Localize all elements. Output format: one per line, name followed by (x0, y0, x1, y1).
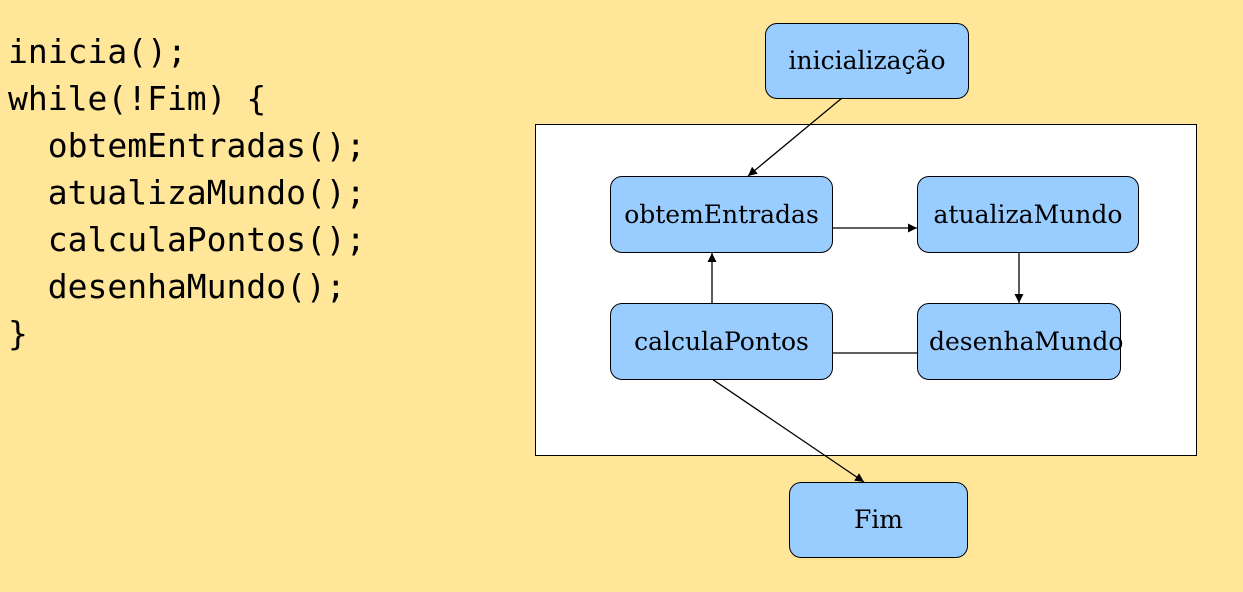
arrow-calcula-pontos-to-fim (711, 378, 865, 483)
code-line: calculaPontos(); (8, 220, 366, 259)
node-label: desenhaMundo (929, 326, 1124, 356)
code-line: desenhaMundo(); (8, 267, 346, 306)
node-desenha-mundo: desenhaMundo (917, 303, 1124, 380)
arrow-inicializacao-to-obtem-entradas (747, 97, 843, 177)
code-line: atualizaMundo(); (8, 173, 366, 212)
code-line: inicia(); (8, 32, 187, 71)
code-line: } (8, 314, 28, 353)
node-fim: Fim (789, 482, 968, 558)
node-label: inicialização (788, 46, 946, 75)
code-line: while(!Fim) { (8, 79, 267, 118)
code-listing: inicia();while(!Fim) { obtemEntradas(); … (8, 28, 366, 357)
code-line: obtemEntradas(); (8, 126, 366, 165)
node-label: atualizaMundo (933, 199, 1123, 229)
node-atualiza-mundo: atualizaMundo (917, 176, 1139, 253)
node-label: Fim (853, 505, 904, 534)
node-label: calculaPontos (634, 326, 809, 356)
node-obtem-entradas: obtemEntradas (610, 176, 833, 253)
node-inicializacao: inicialização (765, 23, 969, 99)
node-calcula-pontos: calculaPontos (610, 303, 833, 380)
node-label: obtemEntradas (624, 199, 819, 229)
